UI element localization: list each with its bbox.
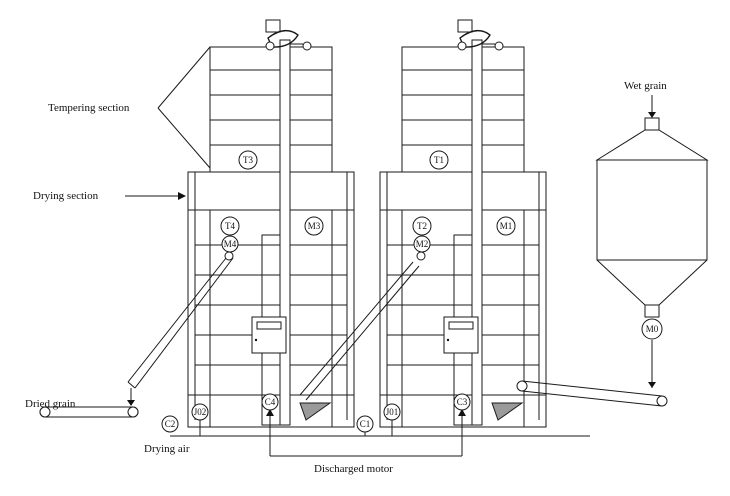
tag-T2: T2	[412, 216, 432, 236]
svg-text:C3: C3	[457, 397, 468, 407]
tag-J02: J02	[191, 403, 209, 421]
tag-C3: C3	[453, 393, 471, 411]
label-dried-grain: Dried grain	[25, 398, 76, 410]
feed-conveyor	[516, 380, 668, 407]
tag-M3: M3	[304, 216, 324, 236]
tag-M2: M2	[413, 235, 431, 253]
right-elevator-column	[471, 39, 483, 426]
svg-text:C1: C1	[360, 419, 371, 429]
right-dryer-unit	[379, 19, 547, 428]
left-top-motor	[265, 19, 281, 33]
svg-text:M1: M1	[500, 221, 513, 231]
tag-C2: C2	[161, 415, 179, 433]
wet-grain-hopper	[595, 95, 709, 388]
svg-text:C4: C4	[265, 397, 276, 407]
left-elevator-column	[279, 39, 291, 426]
svg-text:T4: T4	[225, 221, 235, 231]
svg-text:M4: M4	[224, 239, 237, 249]
svg-text:J02: J02	[194, 407, 207, 417]
svg-text:M2: M2	[416, 239, 429, 249]
dried-grain-conveyor	[39, 388, 139, 418]
leader-lines	[125, 46, 211, 200]
left-tempering-box	[209, 46, 333, 173]
right-top-motor	[457, 19, 473, 33]
tag-M0: M0	[641, 318, 663, 340]
svg-text:T3: T3	[243, 155, 253, 165]
svg-text:C2: C2	[165, 419, 176, 429]
label-drying-section: Drying section	[33, 190, 99, 202]
tag-T4: T4	[220, 216, 240, 236]
tag-C1: C1	[356, 415, 374, 433]
label-wet-grain: Wet grain	[624, 80, 667, 92]
tag-T1: T1	[429, 150, 449, 170]
label-drying-air: Drying air	[144, 443, 190, 455]
tag-C4: C4	[261, 393, 279, 411]
svg-text:T2: T2	[417, 221, 427, 231]
right-drying-box	[379, 171, 547, 428]
svg-text:T1: T1	[434, 155, 444, 165]
tag-J01: J01	[383, 403, 401, 421]
svg-text:M0: M0	[646, 324, 659, 334]
right-tempering-box	[401, 46, 525, 173]
tag-M4: M4	[221, 235, 239, 253]
svg-text:M3: M3	[308, 221, 321, 231]
label-tempering-section: Tempering section	[48, 102, 130, 114]
tag-M1: M1	[496, 216, 516, 236]
tag-T3: T3	[238, 150, 258, 170]
label-discharged-motor: Discharged motor	[314, 463, 393, 475]
left-drying-box	[187, 171, 355, 428]
svg-text:J01: J01	[386, 407, 399, 417]
discharge-connector	[266, 409, 466, 457]
left-dryer-unit	[127, 19, 420, 428]
